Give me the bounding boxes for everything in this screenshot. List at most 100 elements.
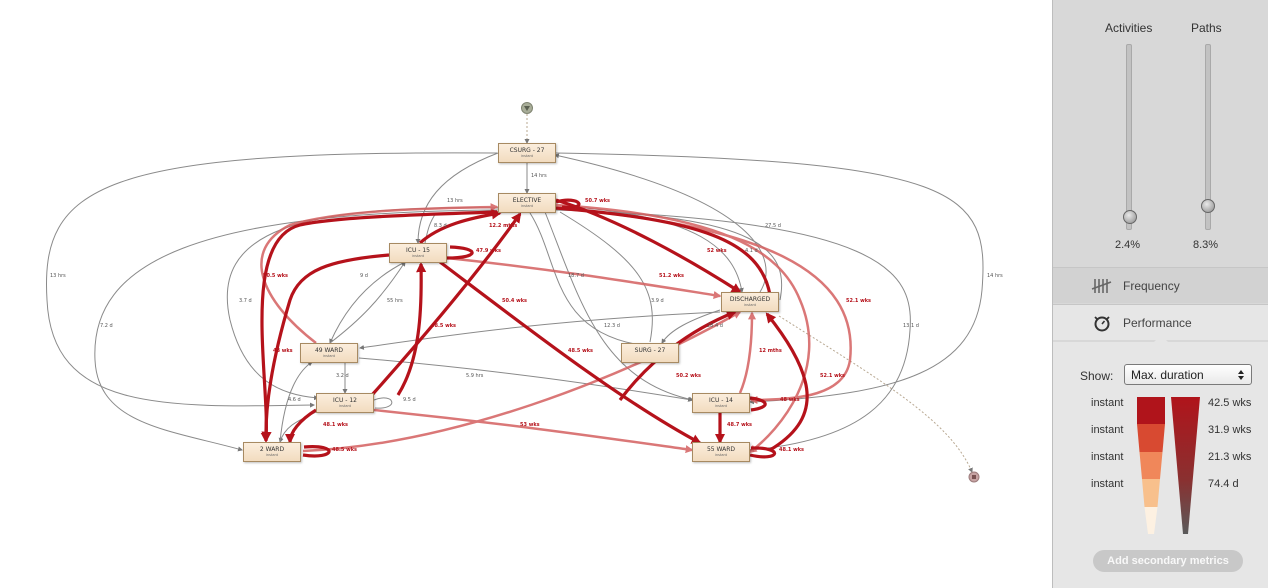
tab-performance[interactable]: Performance [1053, 304, 1268, 340]
activities-slider-track[interactable] [1126, 44, 1132, 230]
activity-node-name: SURG - 27 [634, 347, 666, 354]
duration-legend-funnel [1137, 397, 1200, 534]
activities-slider-handle[interactable] [1123, 209, 1137, 224]
edge [529, 212, 641, 346]
edge-label: 18.7 d [568, 273, 584, 279]
paths-slider-handle[interactable] [1201, 198, 1215, 213]
legend-right-label: 42.5 wks [1208, 397, 1252, 409]
edge-label: 52.1 wks [846, 298, 871, 304]
edge [765, 312, 809, 452]
edge [555, 198, 742, 294]
tally-marks-icon [1091, 279, 1112, 293]
edge [555, 203, 811, 454]
edge-label: 13.1 d [903, 323, 919, 329]
edge [260, 203, 499, 344]
edge-label: 9 d [360, 273, 368, 279]
edge-label: 50.2 wks [676, 373, 701, 379]
activity-node-metric: instant [743, 303, 757, 307]
activities-label: Activities [1105, 21, 1153, 35]
edge-label: 12.2 mths [489, 223, 517, 229]
edge [260, 253, 390, 444]
edge-label: 53 wks [520, 422, 540, 428]
edge-label: 51.2 wks [659, 273, 684, 279]
edge [555, 152, 984, 405]
edge-label: 14 hrs [531, 173, 547, 179]
edge-label: 3.7 d [239, 298, 252, 304]
add-secondary-metrics-button[interactable]: Add secondary metrics [1093, 550, 1243, 572]
edge-label: 52 wks [707, 248, 727, 254]
activity-node-metric: instant [338, 404, 352, 408]
legend-left-label: instant [1091, 478, 1124, 490]
show-metric-select[interactable]: Max. duration [1124, 364, 1252, 385]
edge [284, 408, 317, 445]
edge-label: 48.5 wks [332, 447, 357, 453]
edge-label: 50.7 wks [585, 198, 610, 204]
legend-left-label: instant [1091, 424, 1124, 436]
legend-left-label: instant [1091, 451, 1124, 463]
edge-label: 9.5 d [403, 397, 416, 403]
edge [446, 256, 722, 299]
process-map-canvas[interactable]: 14 hrs 13 hrs 50.7 wks 27.5 d 8.3 d 12.2 mths… [0, 0, 1052, 588]
edge [555, 209, 911, 453]
edge [418, 209, 503, 245]
edge-label: 8.3 d [434, 223, 447, 229]
legend-right-label: 74.4 d [1208, 478, 1239, 490]
activity-node-metric: instant [714, 453, 728, 457]
edge-label: 48.1 wks [323, 422, 348, 428]
edge [302, 445, 331, 458]
legend-right-label: 31.9 wks [1208, 424, 1252, 436]
edge [749, 396, 767, 412]
edge [446, 245, 474, 260]
legend-left-label: instant [1091, 397, 1124, 409]
edge-label: 12 mths [759, 348, 782, 354]
activity-node-metric: instant [411, 254, 425, 258]
edge-label: 48.7 wks [727, 422, 752, 428]
edge [370, 212, 522, 397]
edge [415, 152, 499, 244]
tab-frequency-label: Frequency [1123, 279, 1180, 293]
edge [661, 309, 721, 344]
edge-label: 48 wks [780, 397, 800, 403]
start-triangle-icon-glyph [524, 106, 530, 111]
edge-label: 13 hrs [447, 198, 463, 204]
activity-node-name: 49 WARD [314, 347, 344, 354]
edge [329, 261, 406, 344]
edge [260, 210, 498, 443]
paths-value: 8.3% [1193, 239, 1219, 251]
activity-node-name: DISCHARGED [729, 296, 771, 303]
paths-slider-track[interactable] [1205, 44, 1211, 230]
edge-label: 14 hrs [987, 273, 1003, 279]
activity-node-name: 55 WARD [706, 446, 736, 453]
edge-label: 50.4 wks [502, 298, 527, 304]
edge-label: 47.9 wks [476, 248, 501, 254]
edge [45, 152, 498, 408]
edge-label: 5.9 hrs [466, 373, 484, 379]
end-stop-icon-glyph [972, 475, 976, 479]
edge [359, 311, 721, 350]
edge-label: 48 wks [273, 348, 293, 354]
edge [279, 361, 313, 443]
edge [544, 211, 694, 402]
edge-label: 27.5 d [765, 223, 781, 229]
tab-frequency[interactable]: Frequency [1053, 267, 1268, 303]
activity-node-metric: instant [322, 354, 336, 358]
edge-label: 4.1 d [745, 248, 758, 254]
tab-performance-label: Performance [1123, 316, 1192, 330]
edge-label: 52.1 wks [820, 373, 845, 379]
activity-node-surg27[interactable]: SURG - 27 [621, 343, 679, 363]
edge-label: 48.5 wks [431, 323, 456, 329]
edge-label: 4.6 d [288, 397, 301, 403]
edge-label: 3.9 d [651, 298, 664, 304]
select-arrows-icon [1238, 370, 1244, 380]
activity-node-name: ICU - 12 [333, 397, 357, 404]
